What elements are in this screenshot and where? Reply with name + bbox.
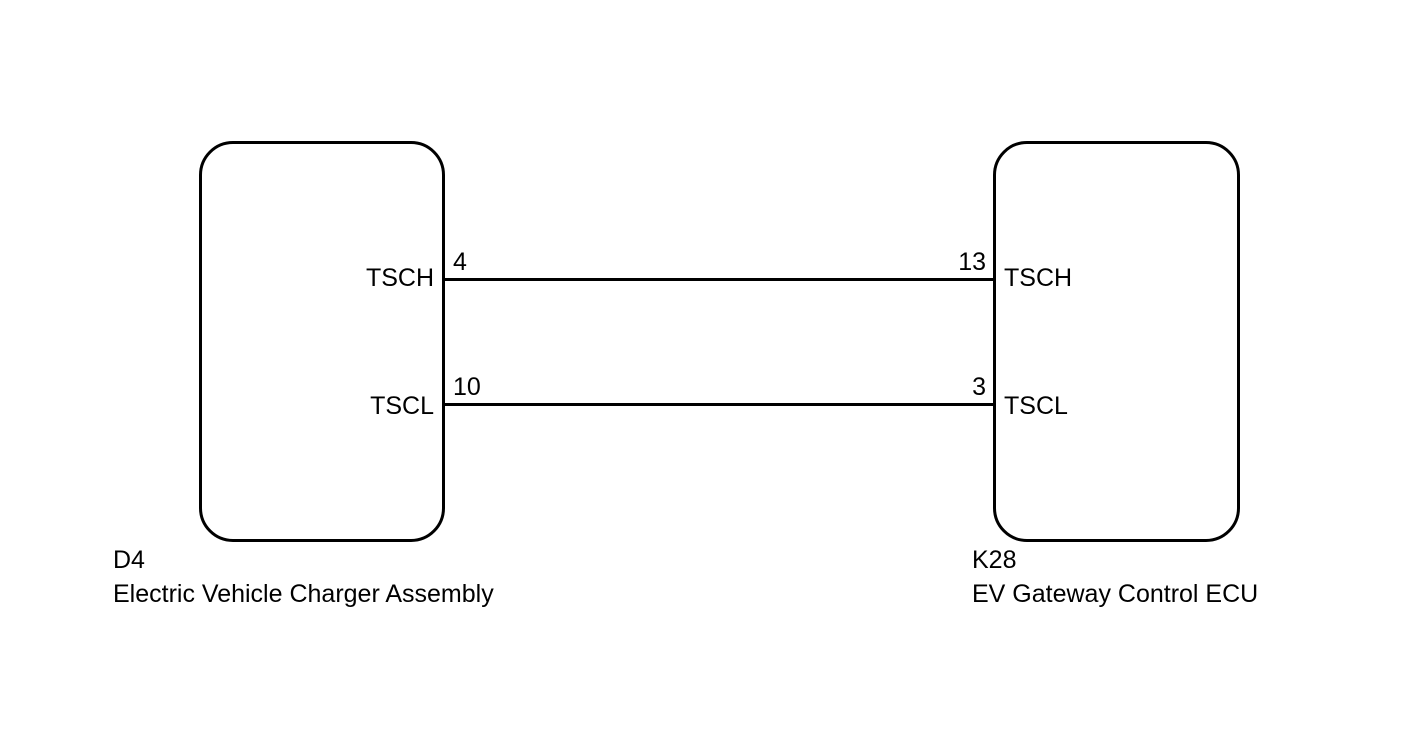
right-pin-tsch: 13: [958, 248, 986, 276]
left-component-name: Electric Vehicle Charger Assembly: [113, 580, 494, 608]
left-pin-tscl: 10: [453, 373, 481, 401]
left-signal-tscl-label: TSCL: [370, 392, 434, 420]
right-component-code: K28: [972, 546, 1017, 574]
left-component-code: D4: [113, 546, 145, 574]
right-component-box: [993, 141, 1240, 542]
right-signal-tsch-label: TSCH: [1004, 264, 1073, 292]
right-component-name: EV Gateway Control ECU: [972, 580, 1259, 608]
left-component-box: [199, 141, 445, 542]
right-pin-tscl: 3: [972, 373, 986, 401]
left-pin-tsch: 4: [453, 248, 467, 276]
right-signal-tscl-label: TSCL: [1004, 392, 1068, 420]
wire-tsch: [445, 278, 993, 281]
left-signal-tsch-label: TSCH: [365, 264, 434, 292]
wire-tscl: [445, 403, 993, 406]
